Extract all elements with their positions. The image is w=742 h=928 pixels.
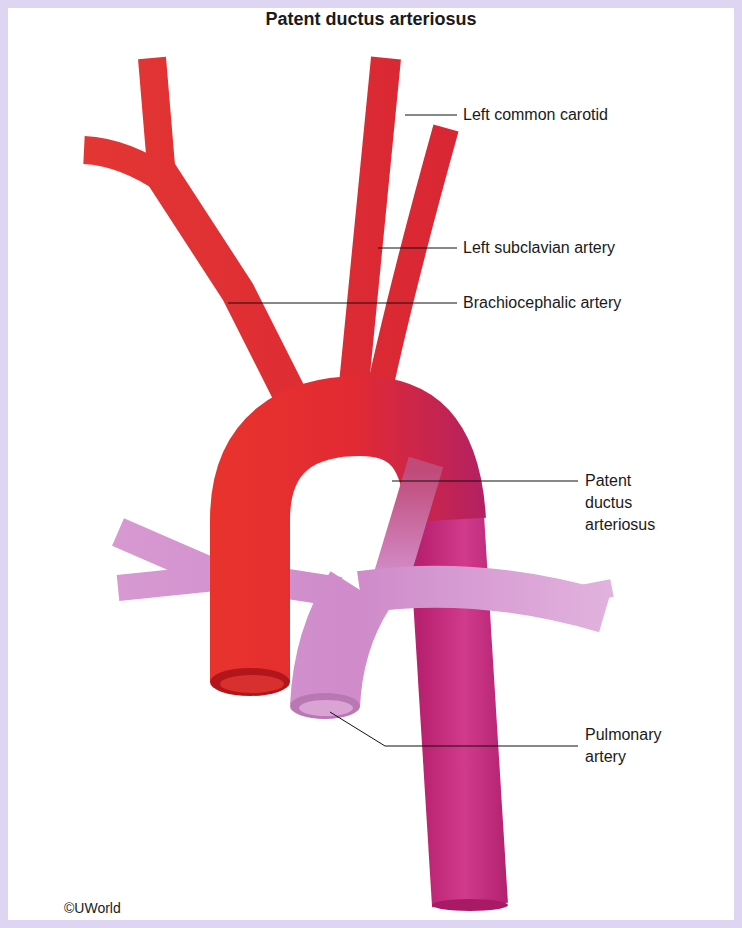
copyright-note: ©UWorld [64,897,121,919]
vessel-label: Patent ductus arteriosus [585,470,667,536]
vessel-label: Left subclavian artery [463,237,615,259]
vessel-label: Pulmonary artery [585,724,677,768]
diagram-title: Patent ductus arteriosus [0,8,742,30]
vessel-label: Left common carotid [463,104,608,126]
vessel-label: Brachiocephalic artery [463,292,621,314]
